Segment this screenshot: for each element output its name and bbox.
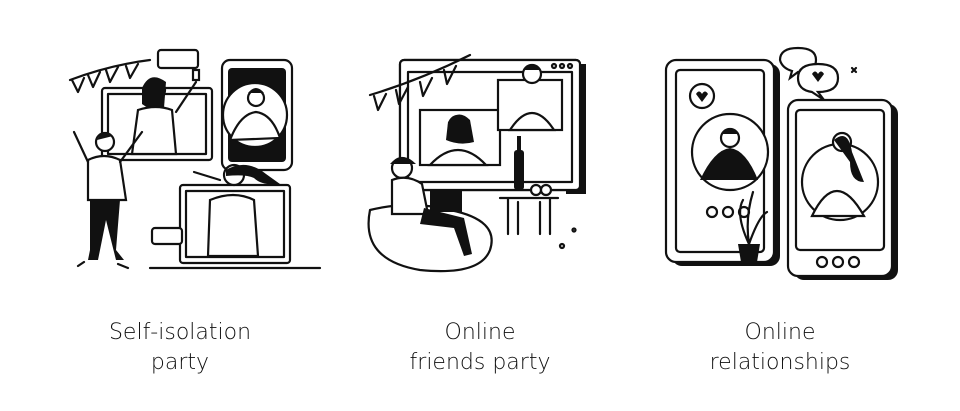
caption: Online friends party bbox=[330, 318, 630, 378]
online-relationships-artwork bbox=[664, 46, 898, 280]
caption-line-2: relationships bbox=[709, 350, 851, 375]
caption-line-2: friends party bbox=[409, 350, 551, 375]
caption: Online relationships bbox=[630, 318, 930, 378]
caption-line-1: Online bbox=[444, 320, 516, 345]
caption-line-1: Self-isolation bbox=[108, 320, 252, 345]
caption: Self-isolation party bbox=[30, 318, 330, 378]
self-isolation-party-artwork bbox=[68, 48, 322, 270]
online-friends-party-artwork bbox=[367, 53, 586, 273]
illustration-online-friends-party: Online friends party bbox=[330, 0, 630, 411]
illustration-self-isolation-party: Self-isolation party bbox=[30, 0, 330, 411]
caption-line-2: party bbox=[150, 350, 210, 375]
illustration-online-relationships: Online relationships bbox=[630, 0, 930, 411]
caption-line-1: Online bbox=[744, 320, 816, 345]
